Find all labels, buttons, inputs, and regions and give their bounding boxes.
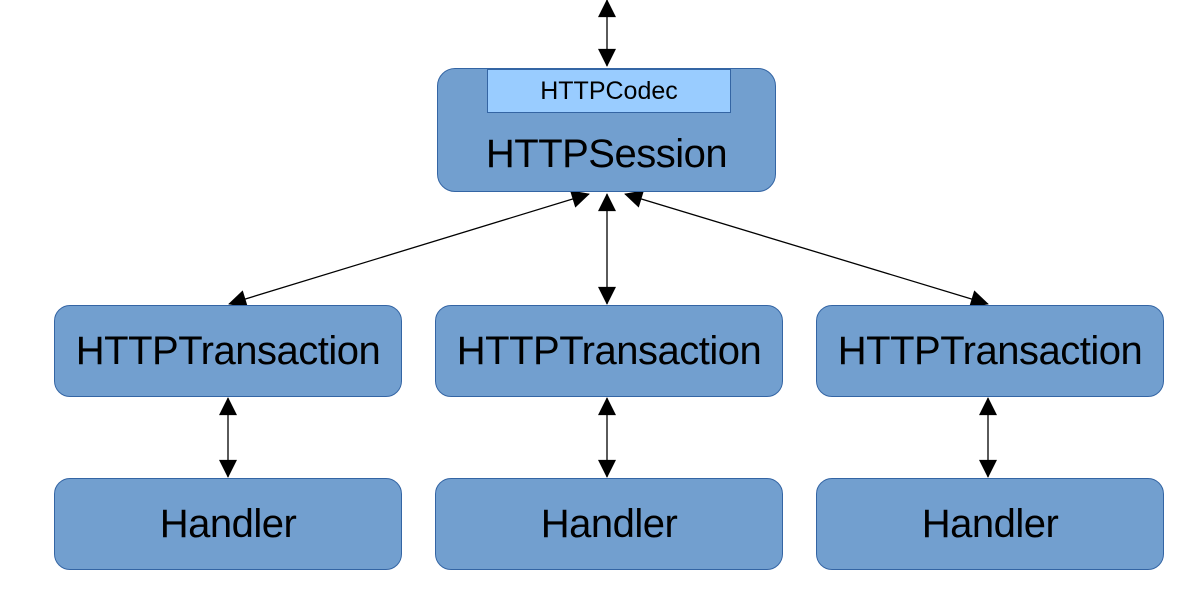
- http-codec-box: HTTPCodec: [487, 69, 731, 113]
- handler-label: Handler: [159, 501, 297, 546]
- http-session-label: HTTPSession: [485, 132, 728, 176]
- handler-node-1: Handler: [54, 478, 402, 570]
- handler-node-2: Handler: [435, 478, 783, 570]
- handler-label: Handler: [921, 501, 1059, 546]
- http-transaction-node-2: HTTPTransaction: [435, 305, 783, 397]
- http-transaction-label: HTTPTransaction: [75, 328, 381, 373]
- session-txn-1-arrow: [228, 190, 590, 308]
- http-transaction-label: HTTPTransaction: [837, 328, 1143, 373]
- handler-node-3: Handler: [816, 478, 1164, 570]
- http-transaction-label: HTTPTransaction: [456, 328, 762, 373]
- http-transaction-node-3: HTTPTransaction: [816, 305, 1164, 397]
- session-txn-3-arrow: [624, 190, 989, 308]
- http-session-node: HTTPCodec HTTPSession: [437, 68, 776, 192]
- handler-label: Handler: [540, 501, 678, 546]
- http-transaction-node-1: HTTPTransaction: [54, 305, 402, 397]
- http-codec-label: HTTPCodec: [540, 76, 678, 105]
